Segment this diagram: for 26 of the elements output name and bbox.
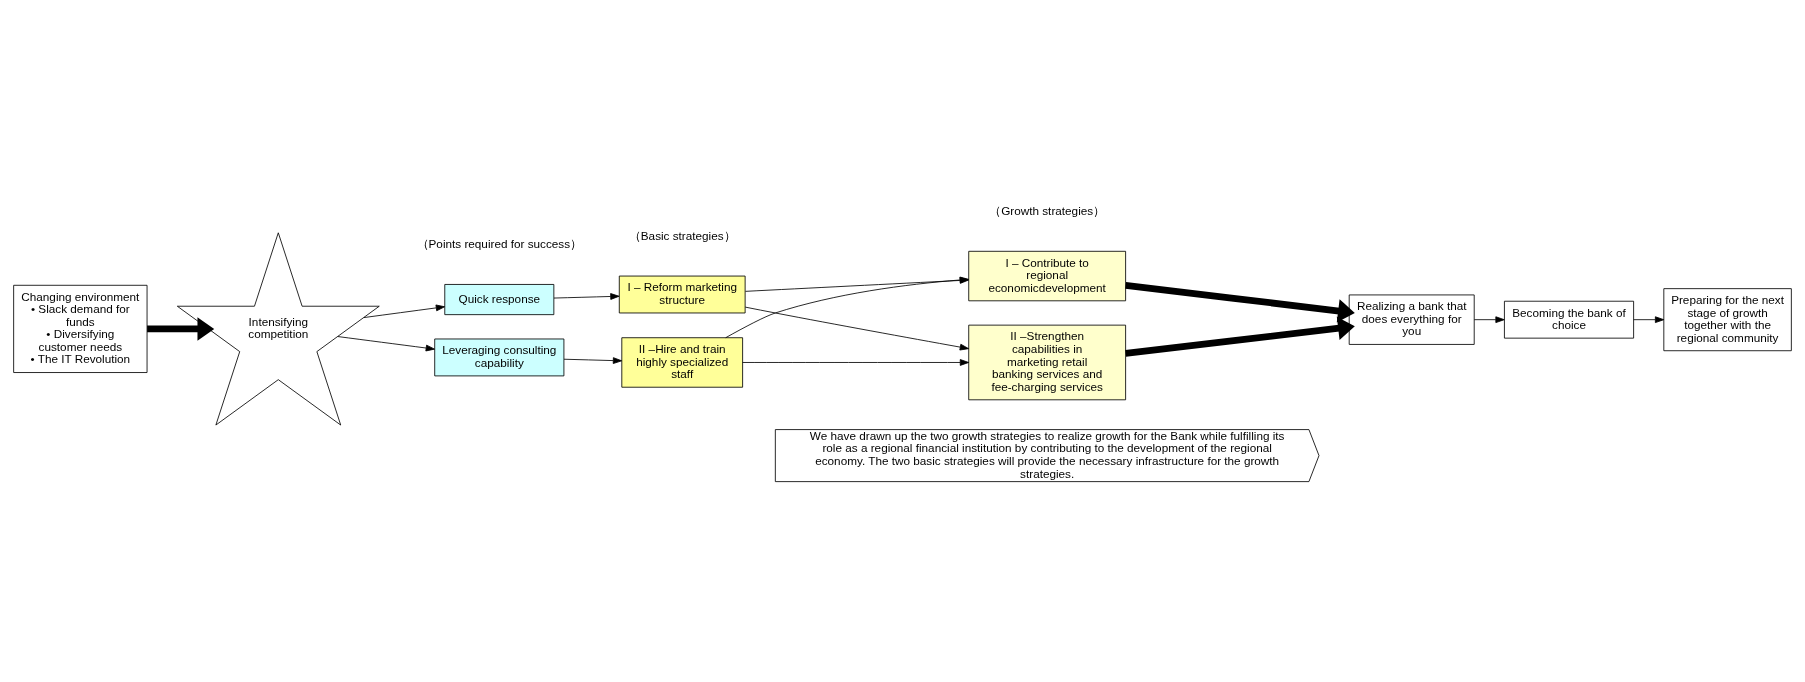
node-box: II –Hire and train highly specialized staff (621, 336, 744, 388)
arrow (1473, 315, 1505, 323)
arrow (553, 292, 620, 300)
arrow (744, 306, 969, 350)
node-box: Realizing a bank that does everything for you (1348, 294, 1475, 345)
node-box: I – Contribute to regional economicdevelopment (968, 250, 1127, 301)
arrow (742, 358, 970, 366)
arrow (1125, 316, 1355, 357)
arrow (363, 304, 446, 318)
arrow (1125, 281, 1355, 323)
node-box: I – Reform marketing structure (618, 275, 746, 313)
label: （Growth strategies） (989, 203, 1106, 217)
arrow (147, 316, 215, 341)
node-box: Leveraging consulting capability (434, 338, 565, 376)
arrow (745, 276, 969, 292)
node-box: Quick response (444, 283, 555, 315)
arrow (563, 356, 623, 364)
arrow (337, 335, 435, 351)
node-box: Preparing for the next stage of growth together with the regional community (1663, 287, 1792, 351)
arrow (725, 276, 969, 338)
arrow (1633, 315, 1665, 323)
node-box: Becoming the bank of choice (1504, 300, 1635, 339)
label: （Basic strategies） (628, 228, 736, 242)
node-box: II –Strengthen capabilities in marketing retail banking services and fee-charging services (968, 324, 1127, 400)
node-box: Changing environment • Slack demand for funds • Diversifying customer needs • The IT Revolution (13, 284, 148, 373)
label: （Points required for success） (416, 236, 583, 250)
